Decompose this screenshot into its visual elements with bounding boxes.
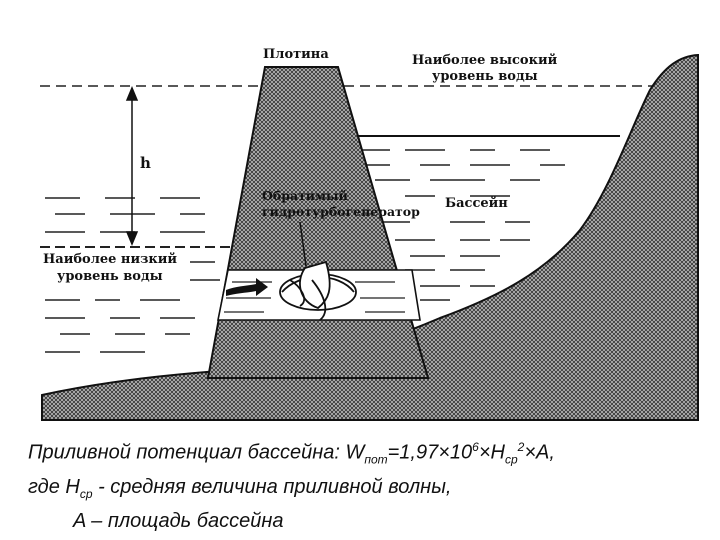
line2-prefix: где H: [28, 475, 80, 498]
high-water-label-line1: Наиболее высокий: [412, 53, 558, 68]
formula-middle: =1,97×10: [387, 441, 473, 464]
formula-line: Приливной потенциал бассейна: Wпот=1,97×…: [28, 434, 708, 474]
turbine-icon: [279, 260, 357, 321]
high-water-label-line2: уровень воды: [432, 69, 538, 84]
channel-water-lines: [224, 281, 405, 313]
line2-subscript: ср: [79, 486, 93, 501]
definition-line-h: где Hср - средняя величина приливной вол…: [28, 474, 708, 508]
mult-h: ×H: [478, 441, 505, 464]
definition-line-a: A – площадь бассейна: [73, 509, 284, 532]
exponent: 6: [472, 440, 479, 454]
turbine-pointer: [299, 221, 307, 267]
low-water-label-line2: уровень воды: [57, 269, 163, 284]
h-subscript: ср: [504, 452, 518, 467]
h-exponent: 2: [517, 440, 525, 454]
line2-suffix: - средняя величина приливной волны,: [92, 475, 452, 498]
turbine-label-line1: Обратимый: [262, 188, 348, 203]
height-arrow: [125, 86, 139, 246]
w-subscript: пот: [364, 452, 388, 467]
dam-label: Плотина: [263, 47, 329, 62]
water-flow-arrow: [226, 278, 268, 296]
low-water-label-line1: Наиболее низкий: [43, 252, 177, 267]
formula-suffix: ×A,: [524, 441, 555, 464]
height-label: h: [140, 154, 151, 172]
formula-prefix: Приливной потенциал бассейна: W: [28, 441, 365, 464]
formula-caption: Приливной потенциал бассейна: Wпот=1,97×…: [28, 434, 708, 535]
turbine-label-line2: гидротурбогенератор: [262, 204, 420, 219]
basin-label: Бассейн: [445, 196, 508, 211]
sea-water-ripples: [45, 197, 220, 353]
